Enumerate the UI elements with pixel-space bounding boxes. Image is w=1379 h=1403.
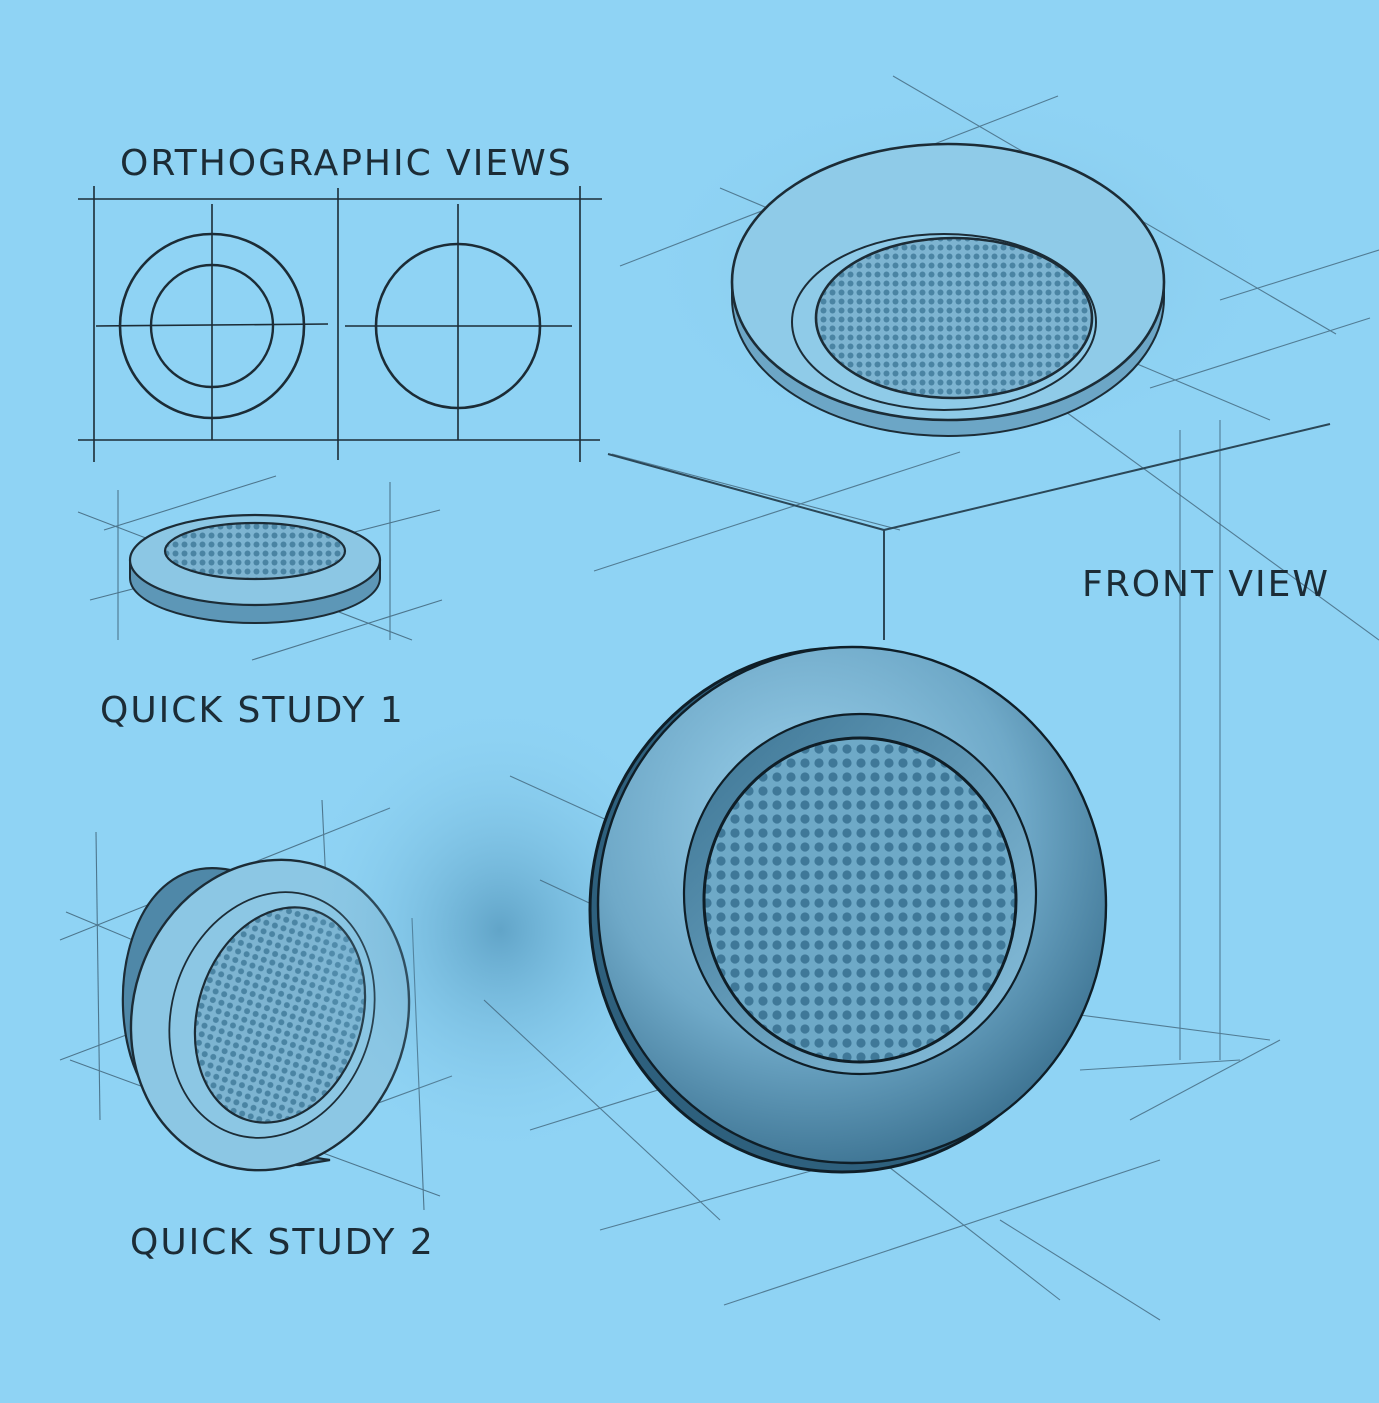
front-view-label: FRONT VIEW: [1082, 564, 1330, 605]
front-view-render: [290, 420, 1281, 1321]
orthographic-views: ORTHOGRAPHIC VIEWS: [78, 143, 602, 462]
front-construction-lines: [483, 420, 1281, 1321]
quick-study-2: QUICK STUDY 2: [59, 799, 453, 1263]
front-mesh-grille: [702, 736, 1018, 1064]
top-mesh: [814, 236, 1094, 400]
cast-shadow: [290, 700, 710, 1160]
side-view-circle: [374, 242, 542, 410]
top-perspective-study: [593, 75, 1379, 641]
quick-study-2-label: QUICK STUDY 2: [130, 1222, 435, 1263]
study1-mesh: [163, 521, 347, 581]
orthographic-label: ORTHOGRAPHIC VIEWS: [120, 143, 573, 184]
quick-study-1: QUICK STUDY 1: [77, 475, 443, 731]
top-inner-ring: [791, 233, 1097, 411]
orthographic-frame: [78, 186, 602, 462]
leader-lines: [607, 423, 1331, 640]
quick-study-1-label: QUICK STUDY 1: [100, 690, 405, 731]
top-view-rings: [118, 232, 306, 420]
